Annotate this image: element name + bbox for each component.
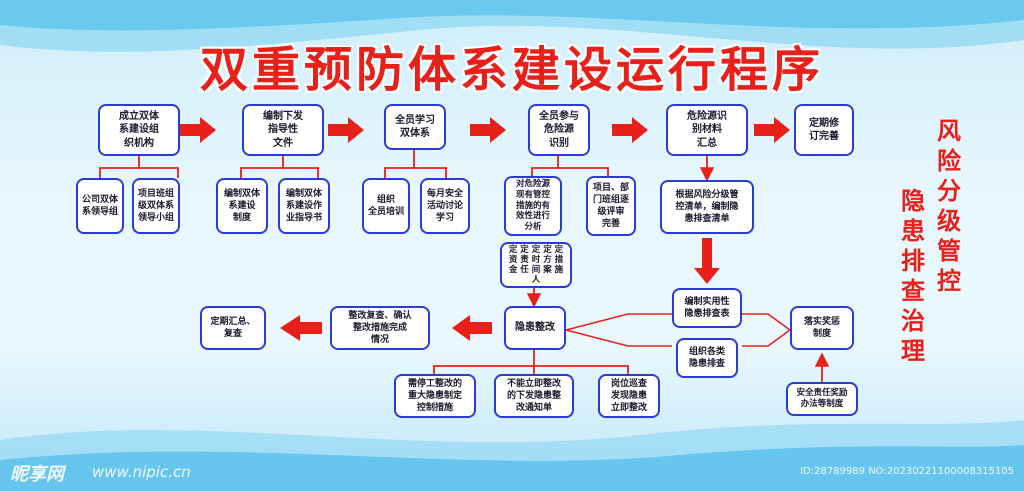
box-reward-system: 落实奖惩 制度: [790, 306, 854, 350]
box-patrol: 岗位巡查 发现隐患 立即整改: [598, 374, 660, 418]
box-system-rules: 编制双体 系建设 制度: [216, 178, 268, 234]
box-establish-org: 成立双体 系建设组 织机构: [98, 104, 180, 156]
page-title: 双重预防体系建设运行程序: [199, 42, 824, 98]
box-project-leader-group: 项目班组 级双体系 领导小组: [132, 178, 180, 234]
box-recheck: 整改复查、确认 整改措施完成 情况: [330, 306, 430, 350]
box-issue-guidance: 编制下发 指导性 文件: [242, 104, 324, 156]
box-review-complete: 项目、部 门班组逐 级评审 完善: [586, 176, 636, 236]
box-monthly-study: 每月安全 活动讨论 学习: [420, 178, 470, 234]
box-control-analysis: 对危险源 现有管控 措施的有 效性进行 分析: [504, 176, 562, 236]
box-notice: 不能立即整改 的下发隐患整 改通知单: [494, 374, 574, 418]
box-safety-reward: 安全责任奖励 办法等制度: [786, 382, 858, 416]
box-major-hazard: 需停工整改的 重大隐患制定 控制措施: [394, 374, 476, 418]
watermark-logo: 昵享网: [10, 464, 64, 485]
side-hazard-governance: 隐患排查治理: [901, 186, 925, 365]
bottom-wave-decoration: [0, 420, 1024, 491]
watermark-id: ID:28789989 NO:20230221100008315105: [800, 466, 1014, 477]
box-company-leader-group: 公司双体 系领导组: [76, 178, 124, 234]
box-training: 组织 全员培训: [362, 178, 410, 234]
box-organize-check: 组织各类 隐患排查: [676, 338, 738, 378]
arrow-5: [754, 117, 790, 143]
arrow-3: [470, 117, 506, 143]
box-periodic-summary: 定期汇总、 复查: [200, 306, 266, 350]
box-work-guide: 编制双体 系建设作 业指导书: [278, 178, 330, 234]
box-periodic-revise: 定期修 订完善: [794, 104, 854, 156]
arrow-2: [328, 117, 364, 143]
box-make-checklist: 编制实用性 隐患排查表: [672, 288, 742, 328]
watermark-url: www.nipic.cn: [92, 463, 191, 481]
box-checklist: 根据风险分级管 控清单，编制隐 患排查清单: [660, 180, 754, 234]
box-all-study: 全员学习 双体系: [384, 104, 446, 150]
arrow-7: [280, 315, 322, 341]
arrow-1: [180, 117, 216, 143]
side-risk-control: 风险分级管控: [937, 116, 961, 295]
top-wave-decoration: [0, 0, 1024, 52]
box-hazard-summary: 危险源识 别材料 汇总: [666, 104, 748, 156]
box-rectify: 隐患整改: [504, 306, 566, 350]
arrow-6: [452, 315, 492, 341]
box-five-settings: 定 定 定 定 定 资 责 时 方 措 金 任 间 案 施 人: [500, 242, 572, 288]
arrow-4: [612, 117, 648, 143]
box-hazard-identify: 全员参与 危险源 识别: [528, 104, 590, 156]
arrow-8: [694, 238, 720, 284]
